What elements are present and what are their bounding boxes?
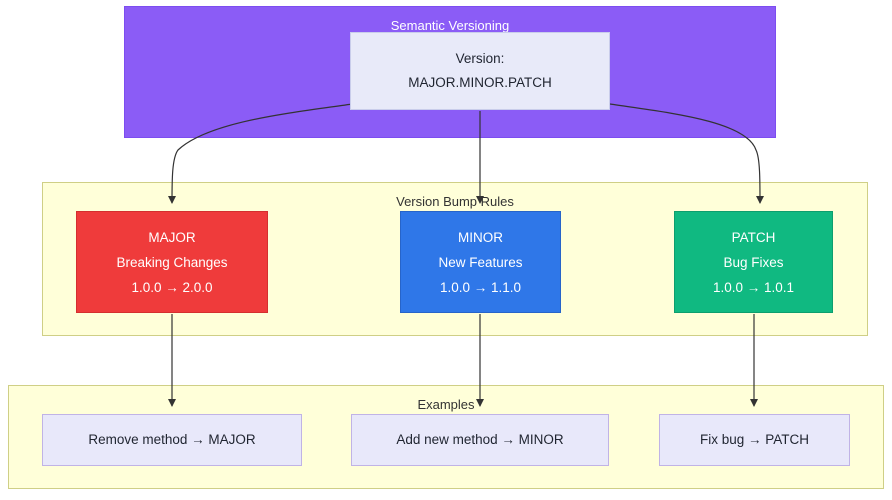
node-version-line-1: Version:	[455, 51, 505, 66]
node-example-patch[interactable]: Fix bug → PATCH	[659, 414, 850, 466]
cluster-label-examples: Examples	[417, 397, 475, 412]
node-version[interactable]: Version: MAJOR.MINOR.PATCH	[350, 32, 610, 110]
node-example-major[interactable]: Remove method → MAJOR	[42, 414, 302, 466]
node-rule-major[interactable]: MAJOR Breaking Changes 1.0.0 → 2.0.0	[76, 211, 268, 313]
node-rule-minor-transition: 1.0.0 → 1.1.0	[439, 279, 522, 295]
node-example-minor[interactable]: Add new method → MINOR	[351, 414, 609, 466]
node-rule-patch-description: Bug Fixes	[723, 254, 784, 270]
node-rule-minor[interactable]: MINOR New Features 1.0.0 → 1.1.0	[400, 211, 561, 313]
node-rule-major-name: MAJOR	[148, 229, 196, 245]
cluster-label-semantic-versioning: Semantic Versioning	[390, 18, 510, 33]
node-rule-major-description: Breaking Changes	[116, 254, 228, 270]
node-rule-patch[interactable]: PATCH Bug Fixes 1.0.0 → 1.0.1	[674, 211, 833, 313]
node-rule-major-transition: 1.0.0 → 2.0.0	[131, 279, 213, 295]
node-example-patch-label: Fix bug → PATCH	[699, 432, 810, 447]
node-example-minor-label: Add new method → MINOR	[396, 432, 564, 447]
node-rule-patch-transition: 1.0.0 → 1.0.1	[712, 279, 795, 295]
cluster-label-version-bump-rules: Version Bump Rules	[396, 194, 514, 209]
node-rule-minor-description: New Features	[438, 254, 523, 270]
node-rule-patch-name: PATCH	[731, 229, 776, 245]
node-version-line-2: MAJOR.MINOR.PATCH	[408, 75, 552, 90]
node-example-major-label: Remove method → MAJOR	[88, 432, 256, 447]
node-rule-minor-name: MINOR	[458, 229, 503, 245]
